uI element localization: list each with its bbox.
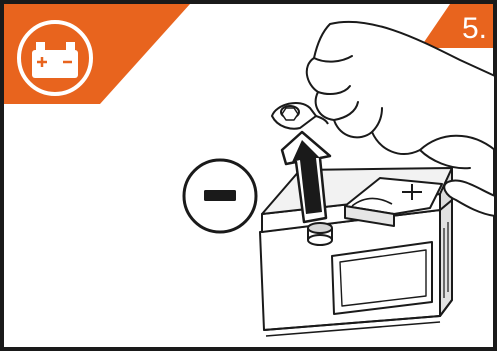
step-number: 5. — [462, 14, 487, 44]
minus-sign-icon — [184, 160, 256, 232]
